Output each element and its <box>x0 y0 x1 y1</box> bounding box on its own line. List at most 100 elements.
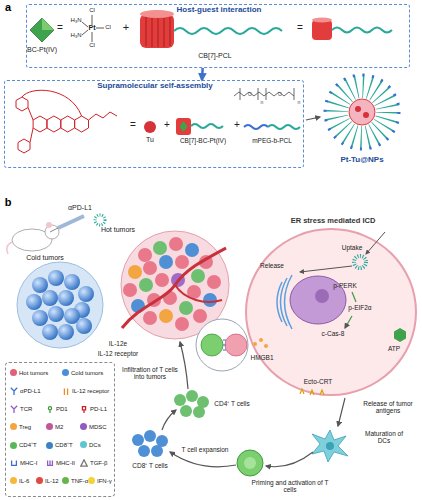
legend-text: CD8⁺T <box>55 441 73 449</box>
annotation-label: Maturation of DCs <box>359 430 409 444</box>
t-cell <box>203 293 217 307</box>
annotation-label: O <box>278 92 282 98</box>
dc-nucleus <box>326 442 334 450</box>
legend-symbol <box>62 387 70 395</box>
flow-arrow <box>338 398 345 426</box>
cold-tumor-cell <box>32 277 48 293</box>
annotation-label: T cell expansion <box>182 446 229 453</box>
zoom-callout <box>196 319 248 371</box>
legend-symbol <box>10 387 18 395</box>
legend-item: TNF-α <box>62 477 88 484</box>
legend-text: MDSC <box>89 424 107 430</box>
legend-symbol-path <box>11 388 17 395</box>
legend-text: MHC-II <box>56 460 75 466</box>
tumor-cell <box>147 293 161 307</box>
cd8-t-cell <box>144 430 156 442</box>
annotation-label: Cl <box>105 24 111 31</box>
cold-tumor-cell <box>26 294 42 310</box>
legend-item: CD4⁺T <box>10 441 37 449</box>
annotation-label: CD4⁺ T cells <box>214 400 249 407</box>
legend-text: Treg <box>19 424 31 430</box>
flow-arrow <box>180 342 188 389</box>
annotation-label: n <box>298 100 301 106</box>
activated-t-cell <box>237 450 263 476</box>
annotation-label: ATP <box>388 345 400 352</box>
annotation-label: + <box>164 119 170 130</box>
cd4-t-cell <box>180 405 192 417</box>
tumor-cell <box>187 285 201 299</box>
tumor-cell <box>143 311 157 325</box>
node-heading: Supramolecular self-assembly <box>5 82 305 91</box>
tumor-cell <box>163 291 177 305</box>
tumor-cell <box>175 317 189 331</box>
legend-swatch <box>10 369 17 376</box>
legend-text: DCs <box>89 442 101 448</box>
annotation-label: Release of tumor antigens <box>361 400 416 414</box>
pcl-chain <box>174 28 282 34</box>
annotation-label: + <box>123 21 129 33</box>
cd4-t-cell <box>186 390 198 402</box>
mouse-head <box>45 225 59 239</box>
tumor-cell <box>169 237 183 251</box>
cold-tumor-cell <box>64 274 80 290</box>
legend-item: PD1 <box>46 405 68 413</box>
legend-box: Hot tumorsCold tumorsαPD-L1IL-12 recepto… <box>5 362 115 497</box>
legend-swatch <box>36 477 43 484</box>
annotation-label: IL-12e <box>109 340 127 347</box>
tumor-cell: ER stress mediated ICD <box>245 228 417 396</box>
tu-sugar <box>16 97 28 111</box>
pcl-block <box>268 125 300 129</box>
legend-item: αPD-L1 <box>10 387 40 395</box>
micelle-core <box>349 99 375 125</box>
t-cell <box>131 299 145 313</box>
legend-symbol <box>80 405 88 413</box>
legend-text: M2 <box>55 424 63 430</box>
legend-item: IL-6 <box>10 477 29 484</box>
annotation-label: Release <box>260 262 284 269</box>
annotation-label: = <box>57 22 63 33</box>
cold-tumor-cell <box>58 324 74 340</box>
cb7-bc-pt-diamond <box>180 121 188 132</box>
cold-tumor-cell <box>48 306 64 322</box>
bc-pt-diamond <box>30 18 54 42</box>
mpeg-structure <box>234 92 294 96</box>
cd8-t-cell <box>138 445 150 457</box>
cb7-bc-pt-barrel <box>176 118 191 135</box>
legend-item: M2 <box>46 423 63 430</box>
legend-swatch <box>10 442 17 449</box>
annotation-label: Hot tumors <box>101 226 135 234</box>
nanoparticle <box>95 215 105 225</box>
t-cell <box>185 243 199 257</box>
annotation-label: CB[7]-BC-Pt(IV) <box>180 137 226 144</box>
annotation-label: p-PERK <box>333 282 356 289</box>
legend-text: TNF-α <box>71 478 88 484</box>
cold-tumor-cell <box>64 308 80 324</box>
flow-arrow <box>170 452 236 467</box>
tu-ring <box>61 116 75 132</box>
hot-tumor-mass <box>121 231 229 339</box>
legend-item: MHC-II <box>46 459 75 467</box>
cb7-rim <box>140 10 174 18</box>
micelle-corona <box>325 75 399 149</box>
micelle-drug <box>363 112 369 118</box>
cd4-t-cell <box>193 406 205 418</box>
tumor-cell <box>155 273 169 287</box>
annotation-label: BC-Pt(IV) <box>27 46 57 54</box>
node-heading: ER stress mediated ICD <box>237 217 422 225</box>
mouse-ear <box>46 222 52 228</box>
node-heading: Host-guest interaction <box>27 6 411 15</box>
legend-swatch <box>88 477 95 484</box>
annotation-label: Cl <box>89 7 95 14</box>
tumor-cell <box>193 309 207 323</box>
receptor-contacts <box>223 340 226 350</box>
tumor-cell <box>123 283 137 297</box>
micelle-drug <box>355 106 361 112</box>
legend-text: MHC-I <box>20 460 37 466</box>
legend-item: Hot tumors <box>10 369 48 376</box>
legend-item: TCR <box>10 405 32 413</box>
legend-swatch <box>46 423 53 430</box>
cold-tumor-cell <box>78 286 94 302</box>
tu-sugar <box>18 139 30 153</box>
annotation-label: p-EIF2α <box>348 304 371 311</box>
cb7-barrel <box>140 14 174 48</box>
